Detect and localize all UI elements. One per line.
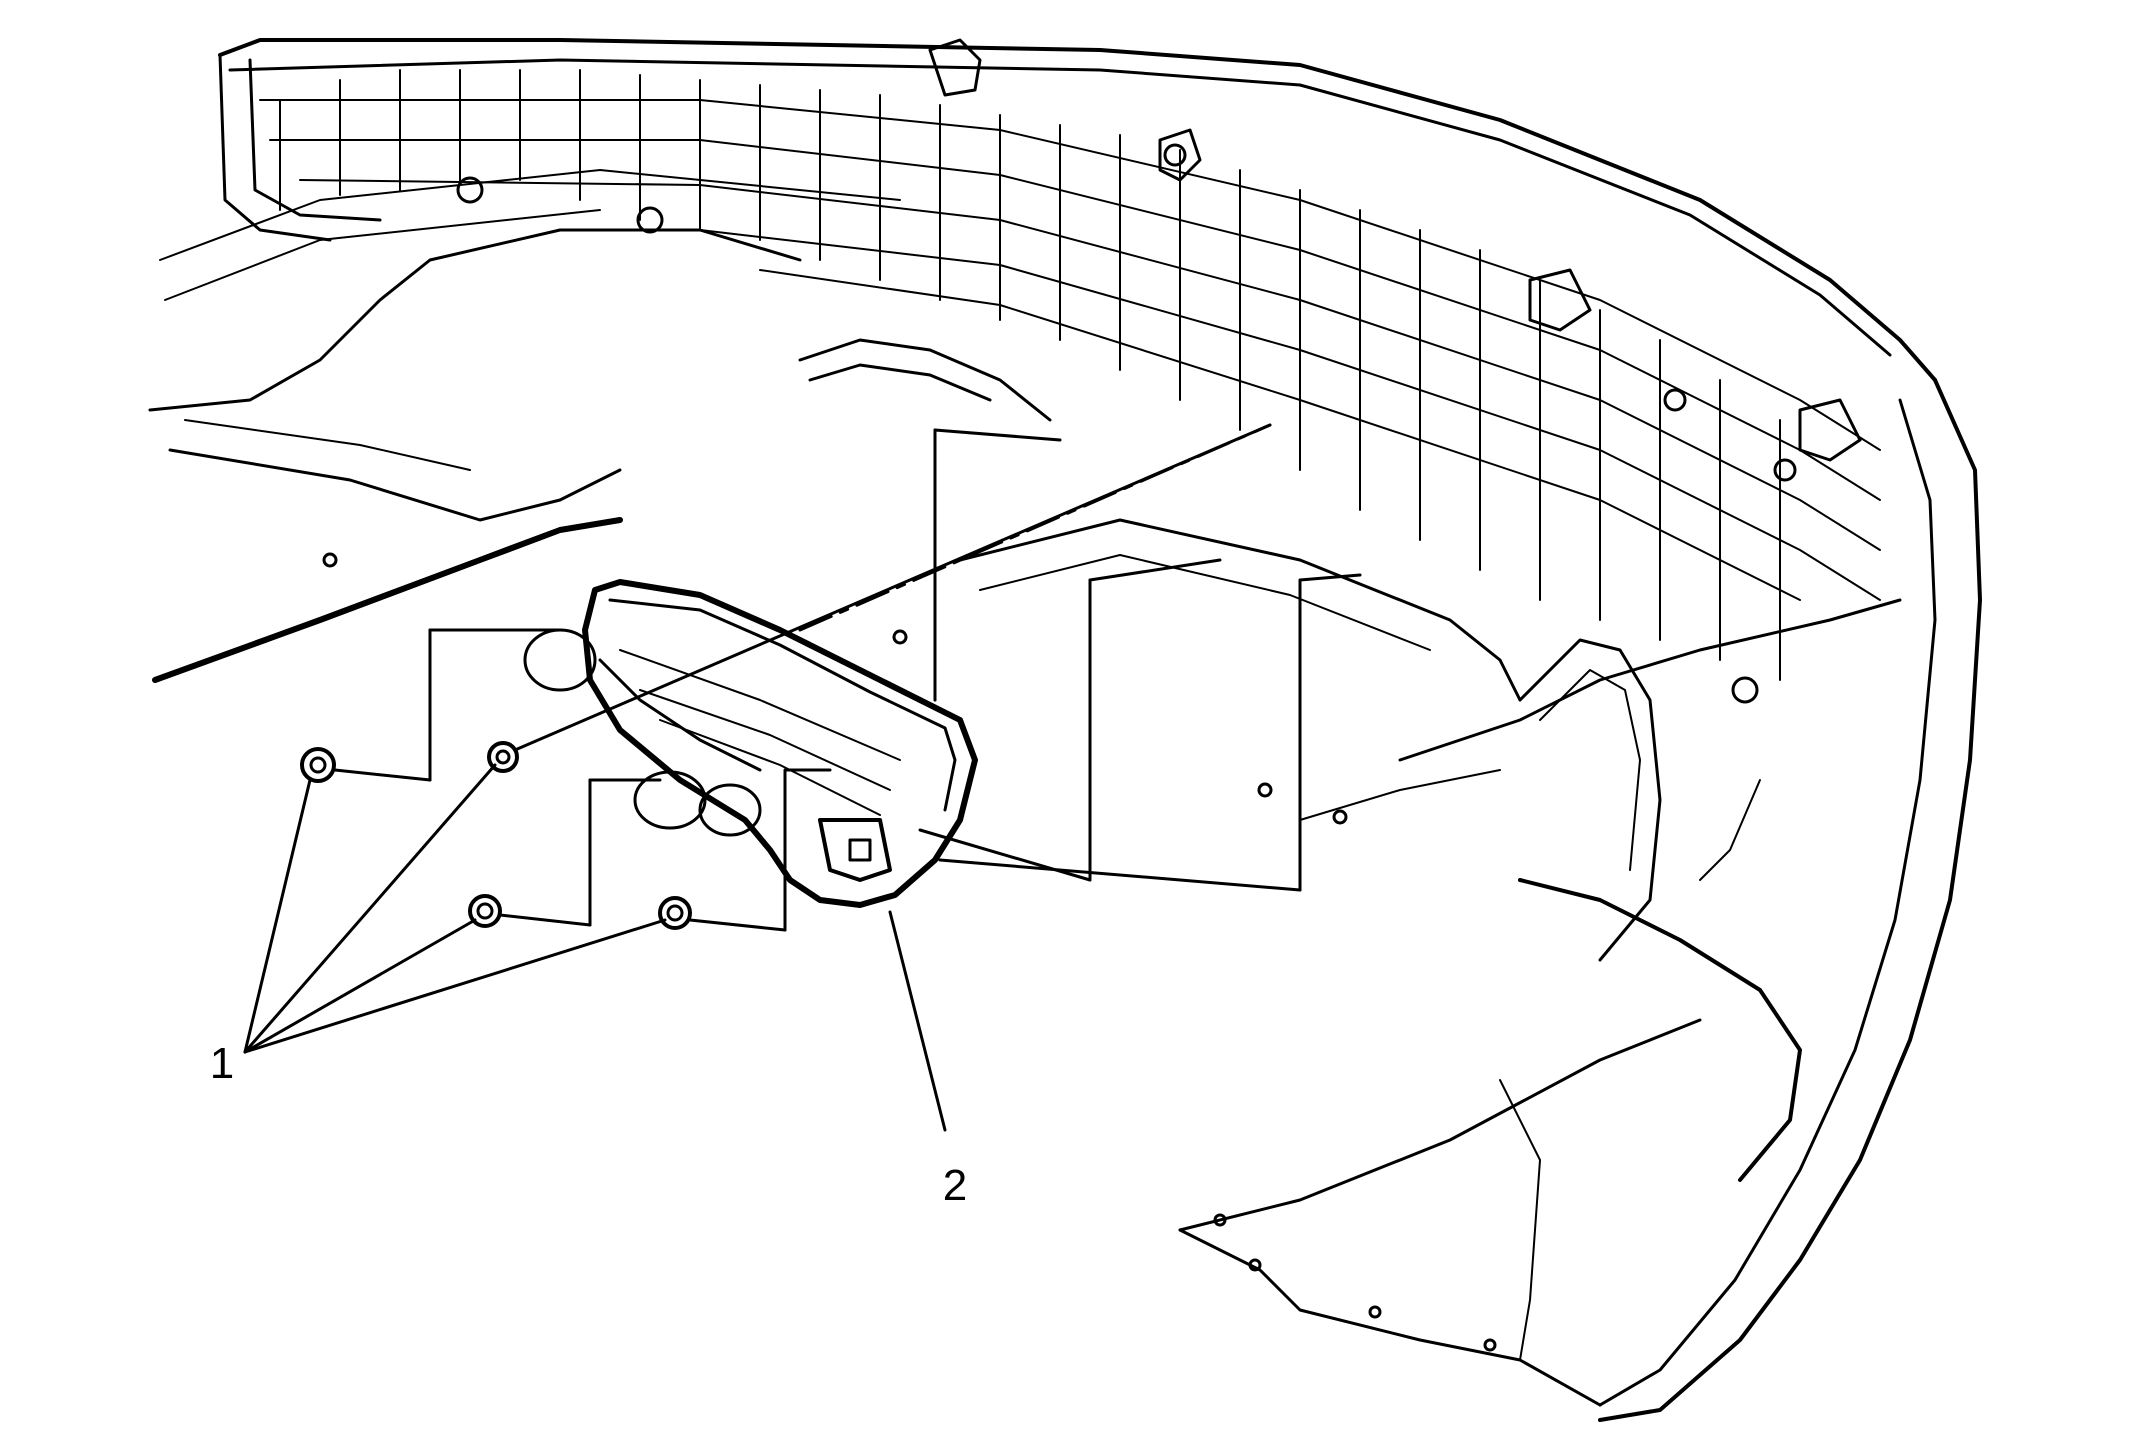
alignment-lines: [333, 423, 1362, 932]
callout-label-fasteners: 1: [210, 1039, 234, 1088]
fastener-1c: [468, 894, 502, 928]
bumper-fascia: [148, 38, 1982, 1422]
lamp-assembly: [523, 579, 978, 908]
callout-leaders: [243, 763, 947, 1132]
fastener-1a: [300, 747, 336, 783]
fastener-1d: [658, 896, 692, 930]
fasteners: [300, 741, 692, 930]
callout-label-lamp-assembly: 2: [943, 1161, 967, 1210]
fastener-1b: [487, 741, 519, 773]
